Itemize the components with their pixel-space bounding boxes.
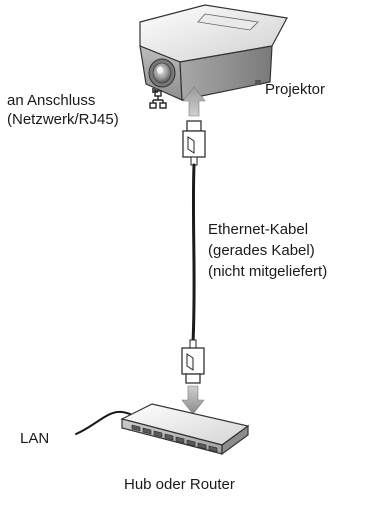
lan-label: LAN (20, 430, 50, 447)
port-label-line1: an Anschluss (7, 92, 96, 109)
hub-ports (131, 424, 218, 453)
cable-label-line2: (gerades Kabel) (208, 242, 315, 259)
rj45-plug-top (182, 120, 206, 166)
projector-lens-icon (148, 58, 176, 88)
cable-label-line1: Ethernet-Kabel (208, 221, 309, 238)
ethernet-cable (191, 163, 196, 344)
rj45-plug-bottom (181, 339, 205, 384)
arrow-up-icon (182, 86, 206, 117)
projector (139, 4, 288, 101)
network-port-icon (149, 90, 167, 109)
hub-label: Hub oder Router (124, 476, 235, 493)
port-label-line2: (Netzwerk/RJ45) (7, 111, 119, 128)
arrow-down-icon (181, 385, 205, 415)
projector-label: Projektor (265, 81, 326, 98)
hub-router (120, 403, 250, 456)
cable-label-line3: (nicht mitgeliefert) (208, 263, 328, 280)
